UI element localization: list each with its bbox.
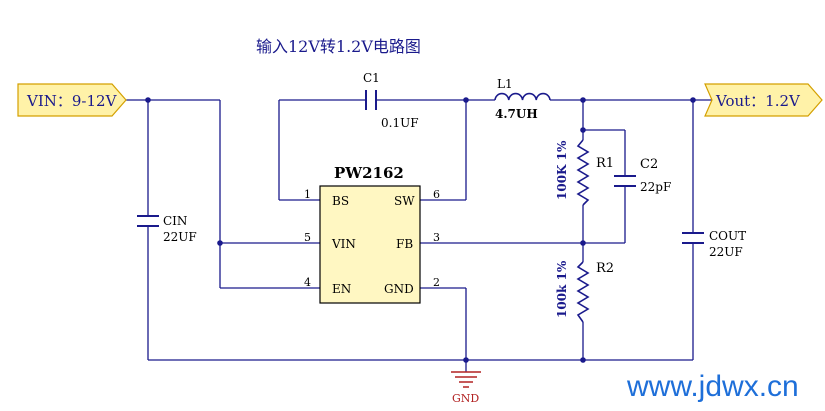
cin-value: 22UF — [163, 230, 197, 244]
pin-number-1: 1 — [304, 188, 311, 201]
cin-ref: CIN — [163, 214, 187, 228]
capacitor-cin — [137, 215, 159, 227]
r2-value: 100k 1% — [555, 260, 569, 318]
ground-symbol — [451, 371, 481, 388]
capacitor-c2 — [614, 175, 636, 187]
pin-number-3: 3 — [433, 231, 440, 244]
vin-port: VIN：9-12V — [17, 83, 127, 117]
vout-port: Vout：1.2V — [704, 83, 823, 117]
l1-value: 4.7UH — [495, 107, 538, 121]
l1-ref: L1 — [497, 77, 513, 91]
capacitor-cout — [682, 232, 704, 244]
resistor-r2 — [576, 261, 590, 323]
pin-name-sw: SW — [394, 194, 415, 208]
r2-ref: R2 — [596, 261, 614, 276]
r1-ref: R1 — [596, 156, 614, 171]
diagram-title: 输入12V转1.2V电路图 — [256, 37, 421, 56]
ground-label: GND — [452, 392, 479, 405]
capacitor-c1 — [365, 90, 377, 110]
pin-name-fb: FB — [396, 237, 413, 251]
inductor-l1 — [494, 92, 551, 101]
watermark: www.jdwx.cn — [626, 370, 799, 403]
wires — [125, 99, 712, 372]
pin-number-5: 5 — [304, 231, 311, 244]
resistor-r1 — [576, 139, 590, 206]
c2-ref: C2 — [640, 157, 658, 172]
pin-name-gnd: GND — [384, 282, 414, 296]
pin-name-vin: VIN — [331, 237, 356, 251]
cout-value: 22UF — [709, 245, 743, 259]
junction-dots — [145, 97, 696, 363]
pin-name-en: EN — [332, 282, 351, 296]
c1-ref: C1 — [363, 71, 380, 85]
r1-value: 100K 1% — [555, 140, 569, 200]
vin-port-label: VIN：9-12V — [26, 92, 118, 110]
c1-value: 0.1UF — [381, 116, 419, 130]
cout-ref: COUT — [709, 229, 746, 243]
pin-number-2: 2 — [433, 276, 440, 289]
chip-pw2162 — [319, 185, 421, 304]
pin-number-6: 6 — [433, 188, 440, 201]
vout-port-label: Vout：1.2V — [715, 92, 801, 110]
chip-name: PW2162 — [334, 164, 404, 182]
c2-value: 22pF — [640, 180, 671, 194]
pin-number-4: 4 — [304, 276, 311, 289]
pin-name-bs: BS — [332, 194, 349, 208]
